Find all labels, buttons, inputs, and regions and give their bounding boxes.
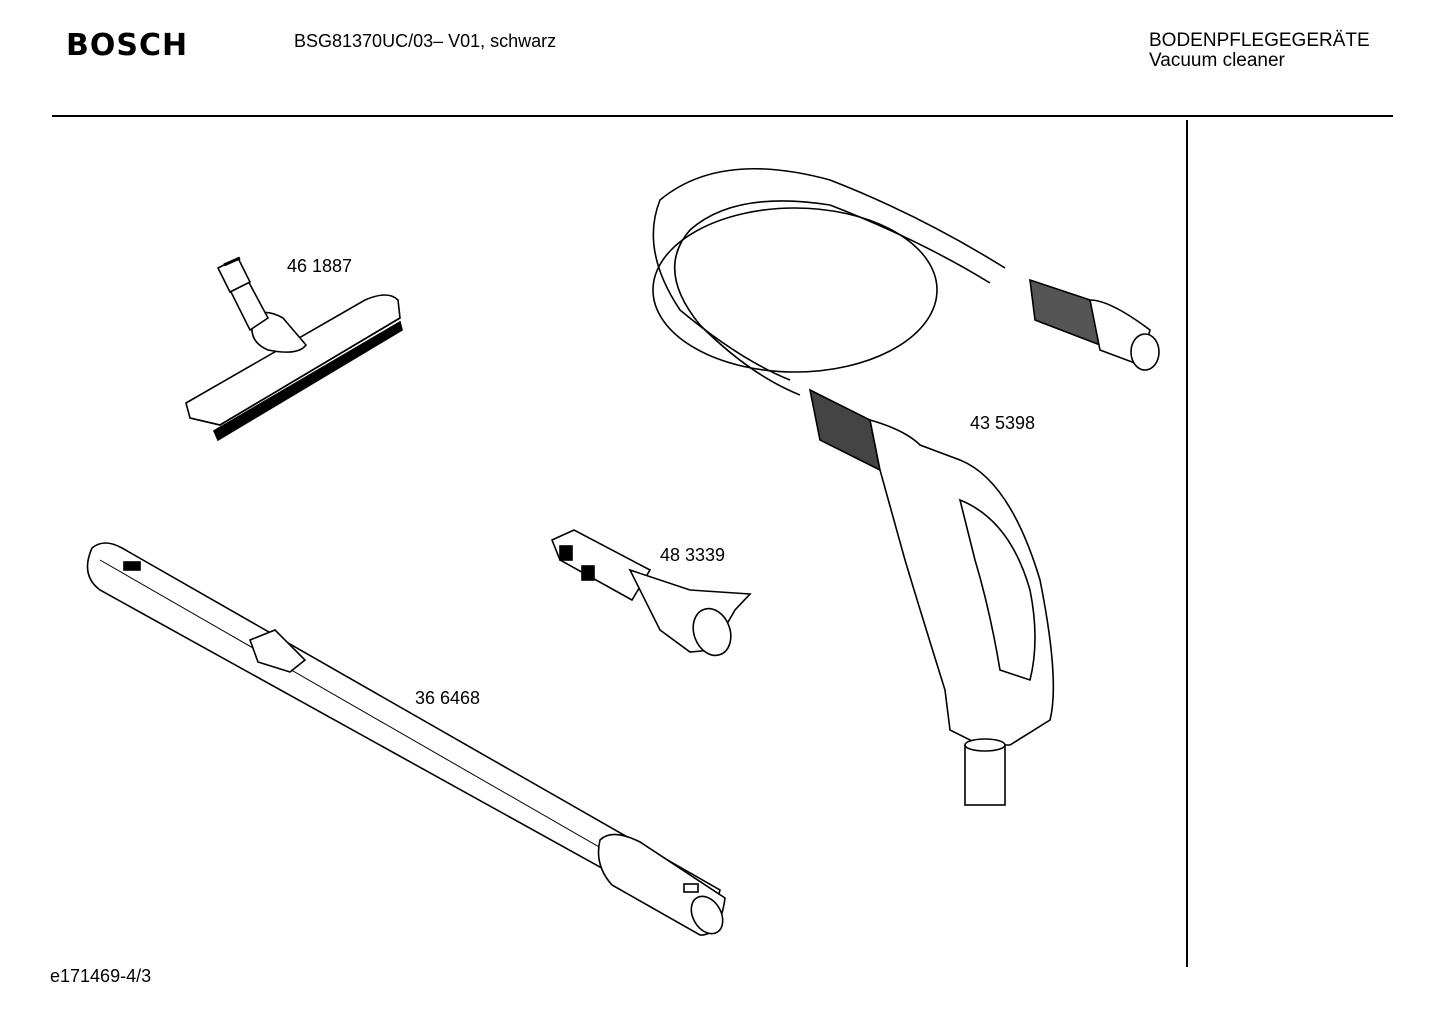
- drawing-id: e171469-4/3: [50, 966, 152, 986]
- floor-brush-icon: [185, 256, 403, 442]
- model-number: BSG81370UC/03– V01, schwarz: [294, 31, 557, 51]
- suction-hose-icon: [652, 167, 1160, 806]
- part-label-telescopic-tube: 36 6468: [415, 688, 481, 708]
- header-divider: [52, 115, 1393, 117]
- crevice-nozzle-icon: [550, 529, 752, 657]
- part-label-suction-hose: 43 5398: [970, 413, 1036, 433]
- category-german: BODENPFLEGEGERÄTE: [1149, 30, 1370, 51]
- brand-logo: BOSCH: [66, 28, 189, 63]
- side-divider: [1186, 120, 1188, 967]
- category-english: Vacuum cleaner: [1149, 50, 1285, 71]
- part-label-floor-brush: 46 1887: [287, 256, 353, 276]
- part-label-crevice-nozzle: 48 3339: [660, 545, 726, 565]
- telescopic-tube-icon: [86, 542, 726, 936]
